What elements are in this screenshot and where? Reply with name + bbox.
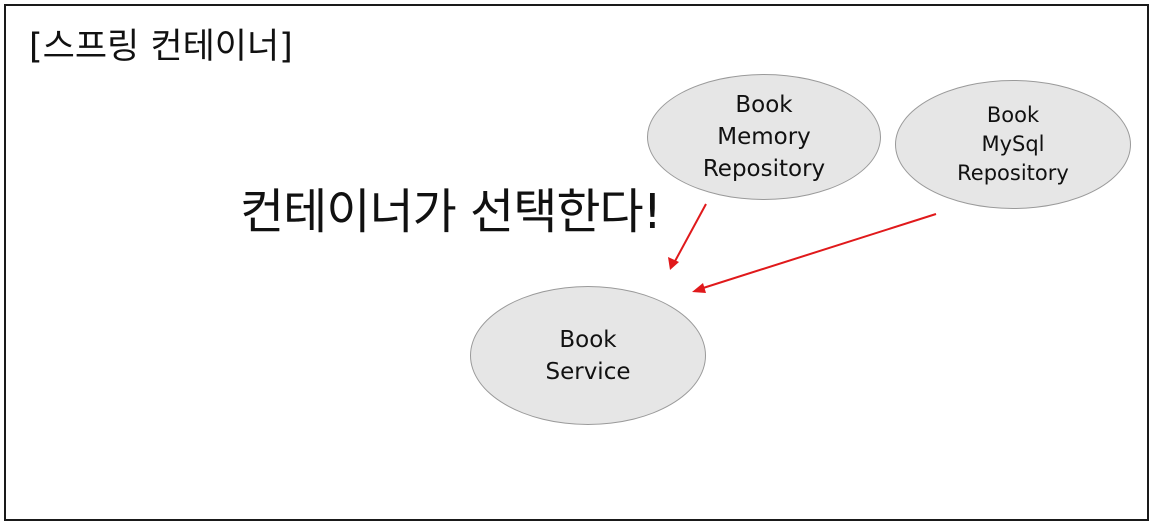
node-label-line: Book (735, 92, 793, 118)
memory-to-service-arrow (673, 203, 707, 264)
book-service-node: Book Service (470, 286, 706, 425)
node-label-line: Book (986, 103, 1040, 127)
node-label-line: Book (559, 326, 617, 353)
container-title: [스프링 컨테이너] (29, 27, 293, 67)
mysql-to-service-arrowhead (692, 283, 706, 293)
headline-text: 컨테이너가 선택한다! (240, 184, 662, 240)
node-label-line: Repository (957, 161, 1069, 185)
memory-to-service-arrowhead (668, 257, 679, 270)
book-memory-repository-node: Book Memory Repository (647, 74, 881, 200)
node-label-line: Repository (702, 156, 826, 182)
book-mysql-repository-node: Book MySql Repository (895, 80, 1131, 209)
node-label-line: Memory (717, 124, 811, 150)
node-label-line: MySql (981, 132, 1045, 156)
node-label-line: Service (545, 358, 631, 385)
mysql-to-service-arrow (699, 213, 937, 290)
spring-container-frame (4, 4, 1149, 521)
